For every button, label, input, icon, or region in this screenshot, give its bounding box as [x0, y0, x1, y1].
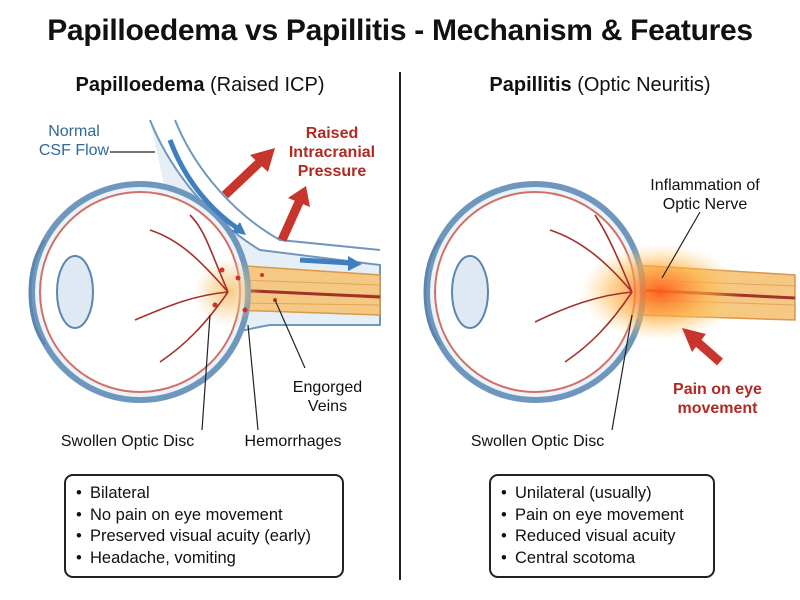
feature-item: Preserved visual acuity (early)	[76, 526, 332, 548]
inflammation-label: Inflammation of Optic Nerve	[650, 177, 760, 213]
left-panel-heading: Papilloedema (Raised ICP)	[20, 74, 380, 97]
left-swollen-disc-label: Swollen Optic Disc	[60, 433, 195, 450]
right-heading-bold: Papillitis	[489, 74, 572, 96]
engorged-veins-label: Engorged Veins	[292, 379, 363, 415]
csf-flow-label: Normal CSF Flow	[38, 123, 110, 159]
feature-item: Headache, vomiting	[76, 548, 332, 570]
left-heading-bold: Papilloedema	[75, 74, 205, 96]
pain-arrow-icon	[682, 328, 723, 366]
pressure-arrow-icon	[221, 148, 310, 242]
feature-item: Pain on eye movement	[501, 505, 703, 527]
feature-item: Reduced visual acuity	[501, 526, 703, 548]
feature-item: Central scotoma	[501, 548, 703, 570]
right-heading-rest: (Optic Neuritis)	[577, 74, 711, 96]
raised-icp-label: Raised Intracranial Pressure	[288, 125, 376, 180]
papillitis-eye-diagram	[423, 181, 796, 431]
pain-on-movement-label: Pain on eye movement	[673, 381, 762, 417]
feature-item: Unilateral (usually)	[501, 483, 703, 505]
page-title: Papilloedema vs Papillitis - Mechanism &…	[47, 14, 753, 47]
right-panel-heading: Papillitis (Optic Neuritis)	[420, 74, 780, 97]
hemorrhages-label: Hemorrhages	[244, 433, 342, 450]
feature-item: No pain on eye movement	[76, 505, 332, 527]
papilloedema-eye-diagram	[28, 119, 381, 431]
feature-item: Bilateral	[76, 483, 332, 505]
panel-divider	[399, 72, 401, 580]
right-swollen-disc-label: Swollen Optic Disc	[470, 433, 605, 450]
papillitis-features-box: Unilateral (usually) Pain on eye movemen…	[489, 474, 715, 578]
papilloedema-features-box: Bilateral No pain on eye movement Preser…	[64, 474, 344, 578]
left-heading-rest: (Raised ICP)	[210, 74, 325, 96]
